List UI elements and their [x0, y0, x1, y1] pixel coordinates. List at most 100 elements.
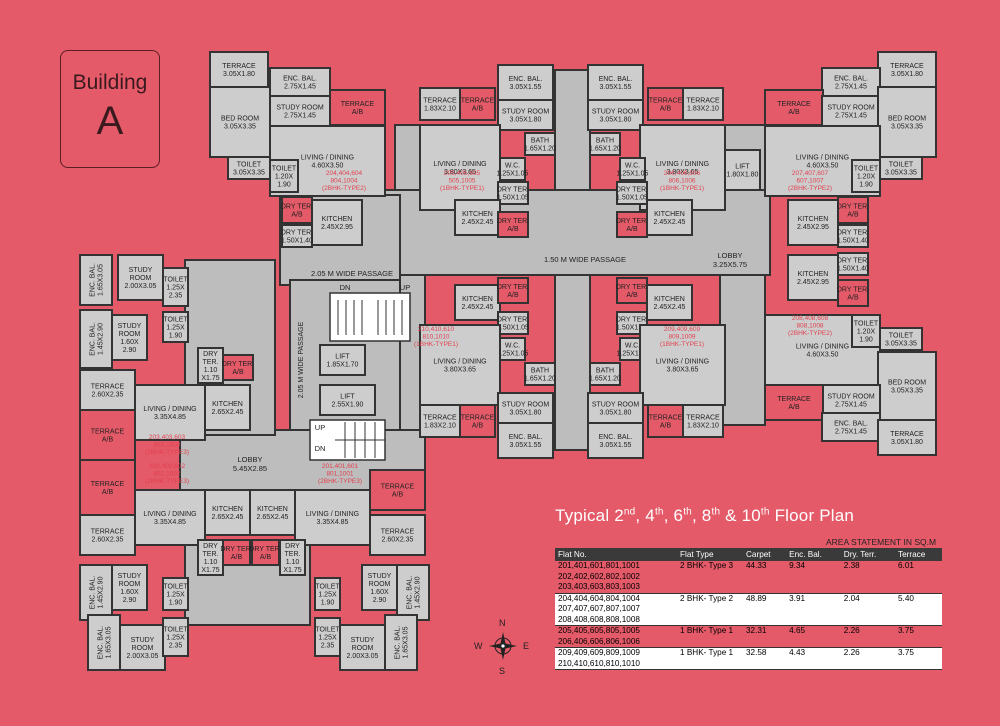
room-label: A/B: [472, 423, 484, 430]
flat-number-line: 206,406,606,806,1006: [558, 636, 640, 646]
building-badge: Building A: [60, 50, 160, 168]
room-label: A/B: [626, 226, 638, 233]
room-label: 2.75X1.45: [835, 84, 867, 91]
room-label: 1.45X2.90: [98, 576, 105, 608]
room-label: TERRACE: [461, 415, 495, 422]
room-label: 1.90: [169, 333, 183, 340]
flat-number-label: 209,409,609: [664, 326, 701, 333]
room-shape: [459, 87, 496, 121]
room-label: W.C.: [625, 163, 640, 170]
room-label: STUDY: [118, 573, 142, 580]
room-label: A/B: [260, 554, 272, 561]
room-label: TERRACE: [91, 481, 125, 488]
room-shape: [222, 354, 254, 381]
room-shape: [639, 324, 726, 406]
room-label: ENC. BAL.: [90, 576, 97, 610]
room-label: TERRACE: [461, 98, 495, 105]
cell-enc: 9.34: [786, 561, 841, 594]
room: DRY TER.1.50X1.05: [616, 181, 648, 205]
room-label: 3.35X4.85: [154, 414, 186, 421]
room-label: A/B: [788, 109, 800, 116]
room-label: LIVING / DINING: [796, 344, 849, 351]
room-label: 1.60X: [120, 589, 139, 596]
flat-number-line: 202,402,602,802,1002: [558, 571, 640, 581]
room-label: TOILET: [163, 317, 188, 324]
flat-number-label: 203,403,603: [149, 434, 186, 441]
room-shape: [837, 279, 869, 307]
room-shape: [329, 89, 386, 126]
room-label: W.C.: [625, 343, 640, 350]
room-label: 1.50X1.05: [497, 195, 529, 202]
room-label: 1.25X1.05: [617, 171, 649, 178]
room-label: ROOM: [130, 275, 152, 282]
room-shape: [162, 311, 189, 343]
room-label: TERRACE: [91, 384, 125, 391]
room-shape: [204, 384, 251, 431]
circulation-label: 3.25X5.75: [713, 260, 747, 269]
room-label: A/B: [232, 369, 244, 376]
room-label: 1.25X: [166, 635, 185, 642]
room-label: 3.35X4.85: [154, 519, 186, 526]
room-label: 2.45X2.45: [654, 304, 686, 311]
room-label: A/B: [392, 492, 404, 499]
room-label: KITCHEN: [212, 506, 243, 513]
room-shape: [682, 87, 724, 121]
room-shape: [79, 564, 113, 621]
flat-number-label: (1BHK-TYPE1): [440, 185, 484, 192]
flat-number-label: (1BHK-TYPE1): [660, 341, 704, 348]
room-label: DRY TER.: [616, 317, 648, 324]
room-label: 2.75X1.45: [835, 113, 867, 120]
circulation-label: 1.50 M WIDE PASSAGE: [544, 255, 626, 264]
room-label: TERRACE: [686, 98, 720, 105]
room-label: DRY TER.: [837, 230, 869, 237]
room-label: TER.: [285, 551, 301, 558]
room-label: LIVING / DINING: [306, 511, 359, 518]
room-shape: [837, 196, 869, 224]
room-label: LIVING / DINING: [656, 161, 709, 168]
room-label: DRY TER.: [616, 284, 648, 291]
room-label: 3.05X1.80: [510, 410, 542, 417]
room-label: TERRACE: [423, 98, 457, 105]
room-label: TERRACE: [890, 431, 924, 438]
room: DRY TER.1.50X1.40: [837, 252, 869, 276]
room-label: 2.45X2.95: [797, 224, 829, 231]
room-label: 2.90: [123, 597, 137, 604]
flat-number-label: 804,1004: [330, 178, 357, 185]
room-label: 1.90: [859, 337, 873, 344]
room: DRY TER.A/B: [837, 196, 869, 224]
room-label: KITCHEN: [798, 216, 829, 223]
room-label: DRY TER.: [837, 258, 869, 265]
room-label: 4.60X3.50: [807, 352, 839, 359]
room-label: A/B: [291, 212, 303, 219]
room-label: LIFT: [340, 394, 355, 401]
room-label: ENC. BAL.: [98, 626, 105, 660]
room-label: 1.83X2.10: [424, 106, 456, 113]
room-label: ENC. BAL.: [834, 421, 868, 428]
room-label: TERRACE: [381, 484, 415, 491]
room-label: 3.05X3.35: [224, 124, 256, 131]
flat-number-label: 207,407,607: [792, 170, 829, 177]
room-label: STUDY ROOM: [592, 402, 639, 409]
cell-type: 1 BHK- Type 1: [677, 625, 743, 648]
flat-number-label: 806,1006: [668, 178, 695, 185]
room-shape: [497, 211, 529, 238]
room-label: TERRACE: [222, 63, 256, 70]
